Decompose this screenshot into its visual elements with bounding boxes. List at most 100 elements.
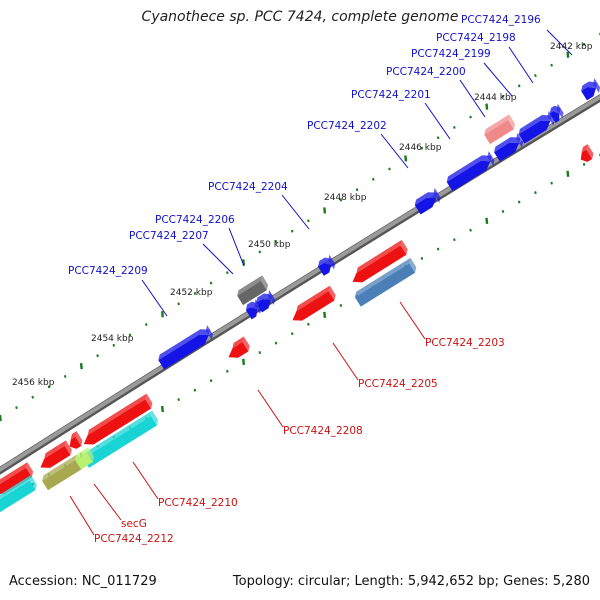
gene-label-pcc7424-2208[interactable]: PCC7424_2208 xyxy=(283,425,363,437)
leader-line-pcc7424-2204 xyxy=(281,194,310,230)
tick-mark xyxy=(15,406,18,410)
feature-front-face xyxy=(317,263,332,276)
gene-label-pcc7424-2196[interactable]: PCC7424_2196 xyxy=(461,14,541,26)
tick-mark xyxy=(0,414,2,422)
feature-side-face xyxy=(151,410,159,426)
label-leader-lines xyxy=(69,29,573,536)
feature-front-face xyxy=(245,307,258,320)
feature-top-face xyxy=(414,192,438,206)
gene-feature-reverse[interactable] xyxy=(348,239,410,287)
tick-mark xyxy=(258,250,262,254)
tick-mark xyxy=(517,84,521,88)
feature-top-face xyxy=(446,155,492,183)
feature-front-face xyxy=(446,160,491,192)
gene-feature-forward[interactable] xyxy=(244,299,264,320)
feature-top-face xyxy=(158,329,211,361)
scale-label: 2450 kbp xyxy=(248,240,291,250)
gene-label-pcc7424-2210[interactable]: PCC7424_2210 xyxy=(158,497,238,509)
feature-side-face xyxy=(254,299,262,315)
gene-label-pcc7424-2199[interactable]: PCC7424_2199 xyxy=(411,48,491,60)
feature-side-face xyxy=(64,440,72,456)
gene-feature-forward[interactable] xyxy=(156,324,215,370)
gene-feature-forward[interactable] xyxy=(579,78,600,101)
leader-line-secg xyxy=(93,483,122,521)
gene-feature-forward[interactable] xyxy=(548,103,566,123)
feature-side-face xyxy=(260,275,269,291)
gene-feature-reverse[interactable] xyxy=(576,144,596,164)
gene-feature-reverse[interactable] xyxy=(35,440,73,472)
gene-feature-lime[interactable] xyxy=(73,447,96,470)
leader-line-pcc7424-2210 xyxy=(132,461,159,500)
feature-side-face xyxy=(516,132,524,148)
leader-line-pcc7424-2207 xyxy=(202,243,234,275)
feature-side-face xyxy=(400,239,408,255)
leader-line-pcc7424-2208 xyxy=(257,389,284,428)
gene-label-secg[interactable]: secG xyxy=(121,518,147,530)
gene-features xyxy=(0,78,600,514)
feature-front-face xyxy=(581,86,596,101)
leader-line-pcc7424-2206 xyxy=(228,227,245,267)
gene-feature-forward[interactable] xyxy=(517,110,557,144)
scale-label: 2448 kbp xyxy=(324,193,367,203)
leader-line-pcc7424-2212 xyxy=(69,495,95,536)
gene-label-pcc7424-2202[interactable]: PCC7424_2202 xyxy=(307,120,387,132)
gene-label-pcc7424-2204[interactable]: PCC7424_2204 xyxy=(208,181,288,193)
feature-side-face xyxy=(29,475,37,491)
tick-mark xyxy=(582,162,586,166)
gene-feature-forward[interactable] xyxy=(492,132,525,162)
tick-mark xyxy=(339,304,343,307)
tick-mark xyxy=(226,369,229,373)
gene-feature-forward[interactable] xyxy=(254,290,277,313)
tick-mark xyxy=(177,302,180,306)
gene-feature-cyan[interactable] xyxy=(81,410,160,468)
tick-mark xyxy=(485,217,489,224)
gene-label-pcc7424-2205[interactable]: PCC7424_2205 xyxy=(358,378,438,390)
tick-mark xyxy=(290,229,294,233)
gene-feature-forward[interactable] xyxy=(445,151,497,192)
feature-top-face xyxy=(0,462,28,485)
tick-mark xyxy=(96,354,99,358)
gene-label-pcc7424-2203[interactable]: PCC7424_2203 xyxy=(425,337,505,349)
tick-mark xyxy=(79,362,83,370)
gene-label-pcc7424-2209[interactable]: PCC7424_2209 xyxy=(68,265,148,277)
feature-top-face xyxy=(256,293,273,304)
tick-mark xyxy=(323,207,327,214)
gene-feature-reverse-pink[interactable] xyxy=(482,114,517,145)
gene-feature-reverse[interactable] xyxy=(223,336,251,362)
gene-label-pcc7424-2200[interactable]: PCC7424_2200 xyxy=(386,66,466,78)
gene-feature-reverse[interactable] xyxy=(0,462,35,498)
feature-top-face xyxy=(44,440,66,459)
feature-front-face xyxy=(352,245,407,283)
gene-feature-reverse[interactable] xyxy=(79,393,155,449)
feature-front-face xyxy=(292,291,335,321)
gene-feature-steelblue[interactable] xyxy=(353,257,419,307)
gene-label-pcc7424-2201[interactable]: PCC7424_2201 xyxy=(351,89,431,101)
gene-label-pcc7424-2198[interactable]: PCC7424_2198 xyxy=(436,32,516,44)
tick-mark xyxy=(307,219,310,223)
feature-side-face xyxy=(26,462,34,478)
tick-mark xyxy=(209,379,213,383)
tick-mark xyxy=(436,247,440,251)
feature-side-face xyxy=(145,393,153,409)
gene-feature-reverse[interactable] xyxy=(287,285,337,325)
feature-front-face xyxy=(69,436,82,449)
feature-front-face xyxy=(484,119,514,145)
gene-feature-cyan[interactable] xyxy=(0,475,39,514)
gene-feature-reverse[interactable] xyxy=(65,431,85,451)
scale-label: 2454 kbp xyxy=(91,334,134,344)
gene-feature-grey[interactable] xyxy=(235,275,270,306)
feature-front-face xyxy=(518,120,551,144)
gene-label-pcc7424-2207[interactable]: PCC7424_2207 xyxy=(129,230,209,242)
feature-front-face xyxy=(83,399,152,445)
gene-label-pcc7424-2212[interactable]: PCC7424_2212 xyxy=(94,533,174,545)
feature-top-face xyxy=(317,257,333,267)
gene-feature-forward[interactable] xyxy=(316,254,338,276)
feature-front-face xyxy=(237,280,267,306)
gene-label-pcc7424-2206[interactable]: PCC7424_2206 xyxy=(155,214,235,226)
feature-top-face xyxy=(354,257,411,298)
feature-side-face xyxy=(328,285,336,301)
tick-mark xyxy=(323,311,327,319)
tick-mark xyxy=(160,405,164,413)
gene-feature-forward[interactable] xyxy=(413,187,443,215)
